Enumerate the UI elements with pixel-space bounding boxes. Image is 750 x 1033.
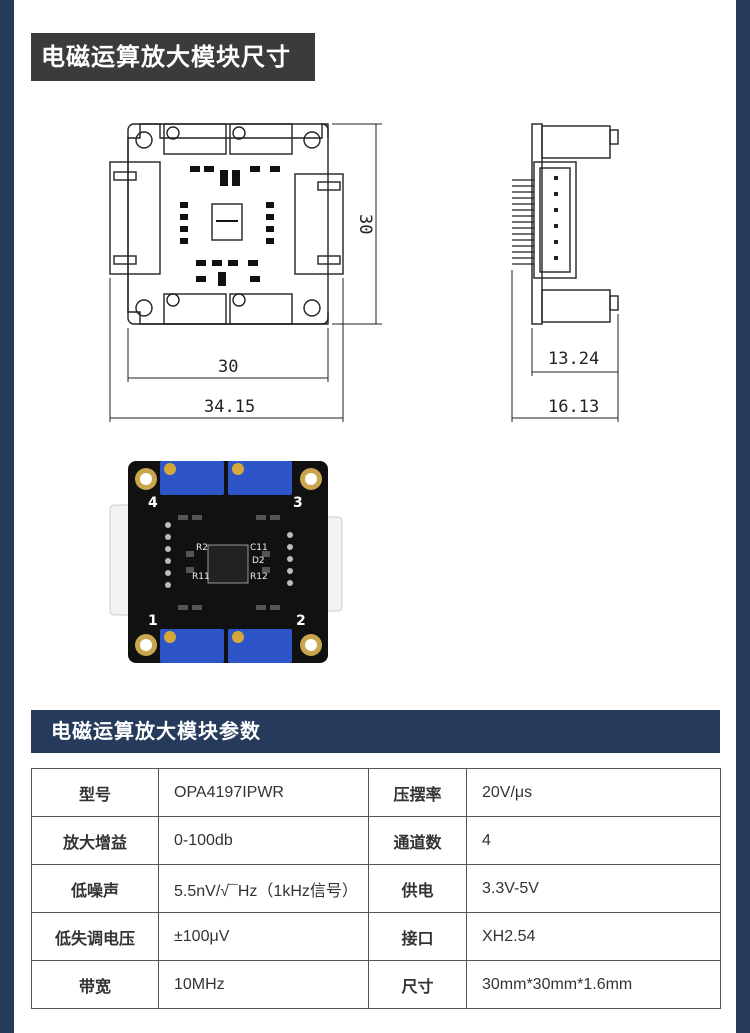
right-frame-border	[736, 0, 750, 1033]
silk-d2: D2	[252, 556, 265, 566]
silk-r12: R12	[250, 572, 268, 582]
param-value: 3.3V-5V	[466, 864, 721, 913]
silk-channel-4: 4	[148, 495, 158, 511]
params-section-title: 电磁运算放大模块参数	[31, 710, 720, 753]
param-name: 尺寸	[368, 960, 467, 1009]
outer-width-dimension-label: 34.15	[204, 397, 255, 417]
left-frame-border	[0, 0, 14, 1033]
silk-channel-3: 3	[293, 495, 303, 511]
param-value: 4	[466, 816, 721, 865]
module-photo: R2 R11 R12 C11 D2 3 2 4 1	[109, 461, 343, 663]
side-inner-dimension-label: 13.24	[548, 349, 599, 369]
silk-c11: C11	[250, 543, 268, 553]
param-name: 接口	[368, 912, 467, 961]
param-value: ±100μV	[158, 912, 369, 961]
param-name: 供电	[368, 864, 467, 913]
param-value: 10MHz	[158, 960, 369, 1009]
silk-r2: R2	[196, 543, 208, 553]
dimension-drawing: 30 30 34.15 13.24 16.13	[109, 123, 619, 422]
silk-channel-2: 2	[296, 613, 306, 629]
side-outer-dimension-label: 16.13	[548, 397, 599, 417]
param-name: 低噪声	[31, 864, 159, 913]
param-name: 压摆率	[368, 768, 467, 817]
param-value: OPA4197IPWR	[158, 768, 369, 817]
dimensions-section-title: 电磁运算放大模块尺寸	[31, 33, 315, 81]
inner-width-dimension-label: 30	[218, 357, 238, 377]
param-value: 0-100db	[158, 816, 369, 865]
param-value: 30mm*30mm*1.6mm	[466, 960, 721, 1009]
param-name: 通道数	[368, 816, 467, 865]
silk-r11: R11	[192, 572, 210, 582]
param-value: 20V/μs	[466, 768, 721, 817]
param-name: 低失调电压	[31, 912, 159, 961]
param-value: 5.5nV/√¯Hz（1kHz信号）	[158, 864, 369, 913]
param-name: 型号	[31, 768, 159, 817]
param-name: 放大增益	[31, 816, 159, 865]
height-dimension-label: 30	[355, 214, 375, 234]
param-value: XH2.54	[466, 912, 721, 961]
silk-channel-1: 1	[148, 613, 158, 629]
param-name: 带宽	[31, 960, 159, 1009]
